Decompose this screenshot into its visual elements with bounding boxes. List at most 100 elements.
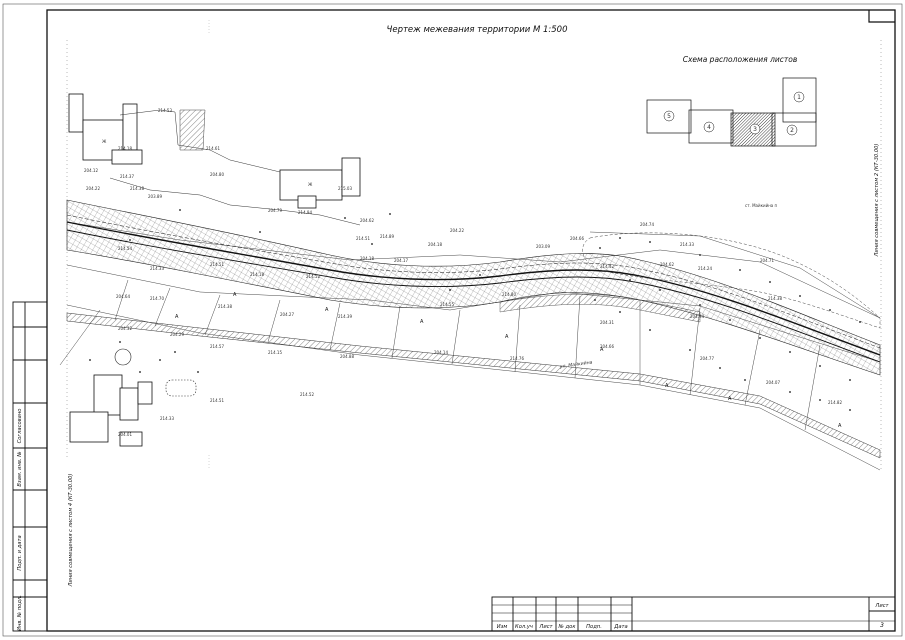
scheme-label-2: 2 [790,127,794,134]
elevation-label: 204.80 [210,172,224,177]
elevation-label: 214.51 [356,236,370,241]
elevation-label: 214.70 [150,296,164,301]
survey-point [174,351,176,353]
elevation-label: 204.79 [268,208,282,213]
elevation-label: 203.89 [148,194,162,199]
elevation-label: 204.12 [84,168,98,173]
elevation-label: 214.54 [118,246,132,251]
elevation-label: 214.57 [210,344,224,349]
hatched-plot-top [179,109,206,151]
title-col-izm: Изм [497,624,508,630]
survey-point [769,281,771,283]
survey-point [819,399,821,401]
sidebar-stamp [12,301,48,632]
svg-text:А: А [233,292,237,298]
svg-text:А: А [665,383,669,389]
elevation-label: 214.42 [600,264,614,269]
sidebar-field-replacement: Взам. инв. № [17,451,23,486]
elevation-label: 214.38 [768,296,782,301]
street-label: ул. Майкийна [558,359,593,370]
sidebar-field-approved: Согласовано [17,409,23,444]
elevation-label: 204.74 [640,222,654,227]
area-marks: ААА ААА ААА [175,292,842,429]
scheme-sheet-2 [771,112,817,147]
buildings-top-left [68,93,361,209]
elevation-label: 214.38 [130,186,144,191]
scheme-label-4: 4 [707,124,711,131]
title-col-kol: Кол.уч [515,624,533,630]
elevation-label: 214.76 [510,356,524,361]
svg-text:А: А [838,423,842,429]
survey-point [119,341,121,343]
survey-point [729,319,731,321]
survey-points [89,209,861,411]
title-col-date: Дата [613,624,627,630]
survey-point [789,351,791,353]
survey-point [744,379,746,381]
scheme-title: Схема расположения листов [683,55,798,64]
buildings-bottom-left [69,374,153,447]
elevation-label: 204.22 [86,186,100,191]
elevation-label: 204.01 [118,432,132,437]
survey-point [371,243,373,245]
hatched-strip-bottom [66,312,881,459]
svg-text:А: А [325,307,329,313]
survey-point [849,379,851,381]
elevation-label: 214.61 [206,146,220,151]
title-sheet-label: Лист [874,603,889,609]
match-line-left-label: Линия совмещения с листом 4 (КТ-30.00) [68,474,74,588]
survey-point [649,329,651,331]
survey-point [799,295,801,297]
title-sheet-number: 3 [880,622,884,629]
elevation-label: 204.27 [280,312,294,317]
elevation-label: 214.18 [118,146,132,151]
elevation-label: 214.51 [210,398,224,403]
elevation-label: 214.55 [440,302,454,307]
survey-point [599,247,601,249]
survey-point [699,304,701,306]
scheme-sheet-1 [782,77,817,123]
svg-text:А: А [600,347,604,353]
house-label-1: Ж [102,139,107,144]
well-circle [114,348,132,366]
map-area: Ж Ж Ж ул. Майкийна ст. Майкийна п ААА АА… [59,40,882,471]
svg-text:А: А [420,319,424,325]
survey-point [689,349,691,351]
dotted-plot [165,379,197,397]
sheet-outline [2,3,903,637]
survey-point [759,337,761,339]
survey-point [659,289,661,291]
survey-point [789,391,791,393]
survey-point [197,371,199,373]
elevation-label: 215.03 [338,186,352,191]
survey-point [739,269,741,271]
survey-point [819,365,821,367]
elevation-label: 204.31 [600,320,614,325]
survey-point [389,213,391,215]
elevation-label: 214.52 [306,274,320,279]
sheet-scheme [646,77,817,147]
elevation-label: 204.32 [118,326,132,331]
elevation-label: 204.88 [340,354,354,359]
survey-point [139,371,141,373]
elevation-label: 214.38 [218,304,232,309]
road-lines [66,214,881,363]
survey-point [259,231,261,233]
elevation-label: 204.17 [394,258,408,263]
elevation-label: 214.94 [298,210,312,215]
survey-point [449,289,451,291]
sidebar-field-inventory: Инв. № подл. [17,595,23,631]
title-col-list: Лист [538,624,553,630]
svg-text:А: А [505,334,509,340]
elevation-label: 204.71 [760,258,774,263]
elevation-label: 204.07 [766,380,780,385]
elevation-label: 204.22 [450,228,464,233]
scheme-numbers [663,91,805,136]
elevation-label: 214.53 [158,108,172,113]
elevation-label: 204.18 [360,256,374,261]
elevation-label: 204.18 [428,242,442,247]
elevation-label: 214.33 [160,416,174,421]
elevation-label: 204.64 [116,294,130,299]
title-col-doc: № док [558,624,577,630]
